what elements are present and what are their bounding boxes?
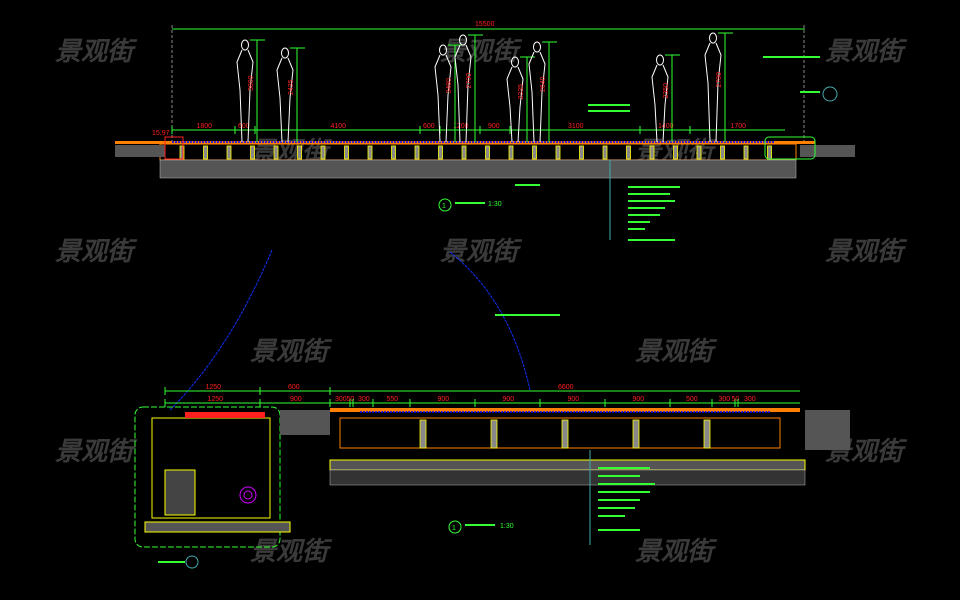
dim-segment: 900 bbox=[438, 396, 450, 403]
dim-segment: 50 bbox=[347, 396, 355, 403]
dim-height: 3800 bbox=[248, 75, 255, 91]
dim-segment: 3100 bbox=[568, 123, 584, 130]
human-figure: 2640 bbox=[528, 41, 557, 143]
dim-segment: 1800 bbox=[197, 123, 213, 130]
human-figure: 2780 bbox=[704, 32, 733, 143]
index-number: 1 bbox=[442, 203, 446, 210]
dim-segment: 300 bbox=[719, 396, 731, 403]
watermark: 景观街 bbox=[55, 237, 138, 267]
human-figure: 3800 bbox=[236, 39, 265, 143]
dim-segment: 50 bbox=[732, 396, 740, 403]
section-index-marker bbox=[438, 198, 452, 212]
watermark: 景观街 bbox=[440, 237, 523, 267]
dim-height: 2640 bbox=[540, 76, 547, 92]
scale-label: 1:30 bbox=[500, 523, 514, 530]
dim-height: 2435 bbox=[288, 79, 295, 95]
watermark: 景观街 bbox=[440, 37, 523, 67]
arc-line bbox=[449, 251, 531, 391]
human-figure: 2335 bbox=[506, 56, 535, 143]
dim-height: 2700 bbox=[466, 73, 473, 89]
dim-segment: 6600 bbox=[558, 384, 574, 391]
dim-height: 3480 bbox=[446, 78, 453, 94]
dim-segment: 300 bbox=[358, 396, 370, 403]
dim-overall: 15500 bbox=[475, 21, 495, 28]
dim-segment: 300 bbox=[335, 396, 347, 403]
dim-height: 2780 bbox=[716, 72, 723, 88]
human-figure: 2435 bbox=[276, 47, 305, 143]
watermark: 景观街 bbox=[250, 537, 333, 567]
dim-segment: 1700 bbox=[731, 123, 747, 130]
dim-height: 2335 bbox=[518, 84, 525, 100]
dim-segment: 600 bbox=[238, 123, 250, 130]
dim-segment: 1250 bbox=[208, 396, 224, 403]
dim-segment: 1200 bbox=[453, 123, 469, 130]
dim-segment: 1400 bbox=[658, 123, 674, 130]
dim-segment: 500 bbox=[686, 396, 698, 403]
watermark: 景观街 bbox=[825, 237, 908, 267]
watermark: 景观街 bbox=[55, 37, 138, 67]
human-figure: 2700 bbox=[454, 34, 483, 143]
watermark: 景观街 bbox=[635, 337, 718, 367]
dim-segment: 600 bbox=[288, 384, 300, 391]
dim-segment: 900 bbox=[633, 396, 645, 403]
dim-segment: 900 bbox=[488, 123, 500, 130]
dim-segment: 1250 bbox=[206, 384, 222, 391]
index-number: 1 bbox=[452, 525, 456, 532]
watermark: 景观街 bbox=[825, 37, 908, 67]
scale-label: 1:30 bbox=[488, 201, 502, 208]
watermark: 景观街 bbox=[250, 337, 333, 367]
dim-segment: 300 bbox=[744, 396, 756, 403]
section-index-marker bbox=[448, 520, 462, 534]
dim-segment: 900 bbox=[568, 396, 580, 403]
watermark: 景观街 bbox=[635, 537, 718, 567]
dim-segment: 4100 bbox=[331, 123, 347, 130]
human-figure: 2350 bbox=[651, 54, 680, 143]
dim-segment: 550 bbox=[387, 396, 399, 403]
level-mark: 15.97 bbox=[152, 130, 170, 137]
arc-line bbox=[169, 249, 273, 411]
dim-height: 2350 bbox=[663, 83, 670, 99]
dim-segment: 600 bbox=[423, 123, 435, 130]
dim-segment: 900 bbox=[290, 396, 302, 403]
dim-segment: 900 bbox=[503, 396, 515, 403]
watermark: 景观街 bbox=[55, 437, 138, 467]
